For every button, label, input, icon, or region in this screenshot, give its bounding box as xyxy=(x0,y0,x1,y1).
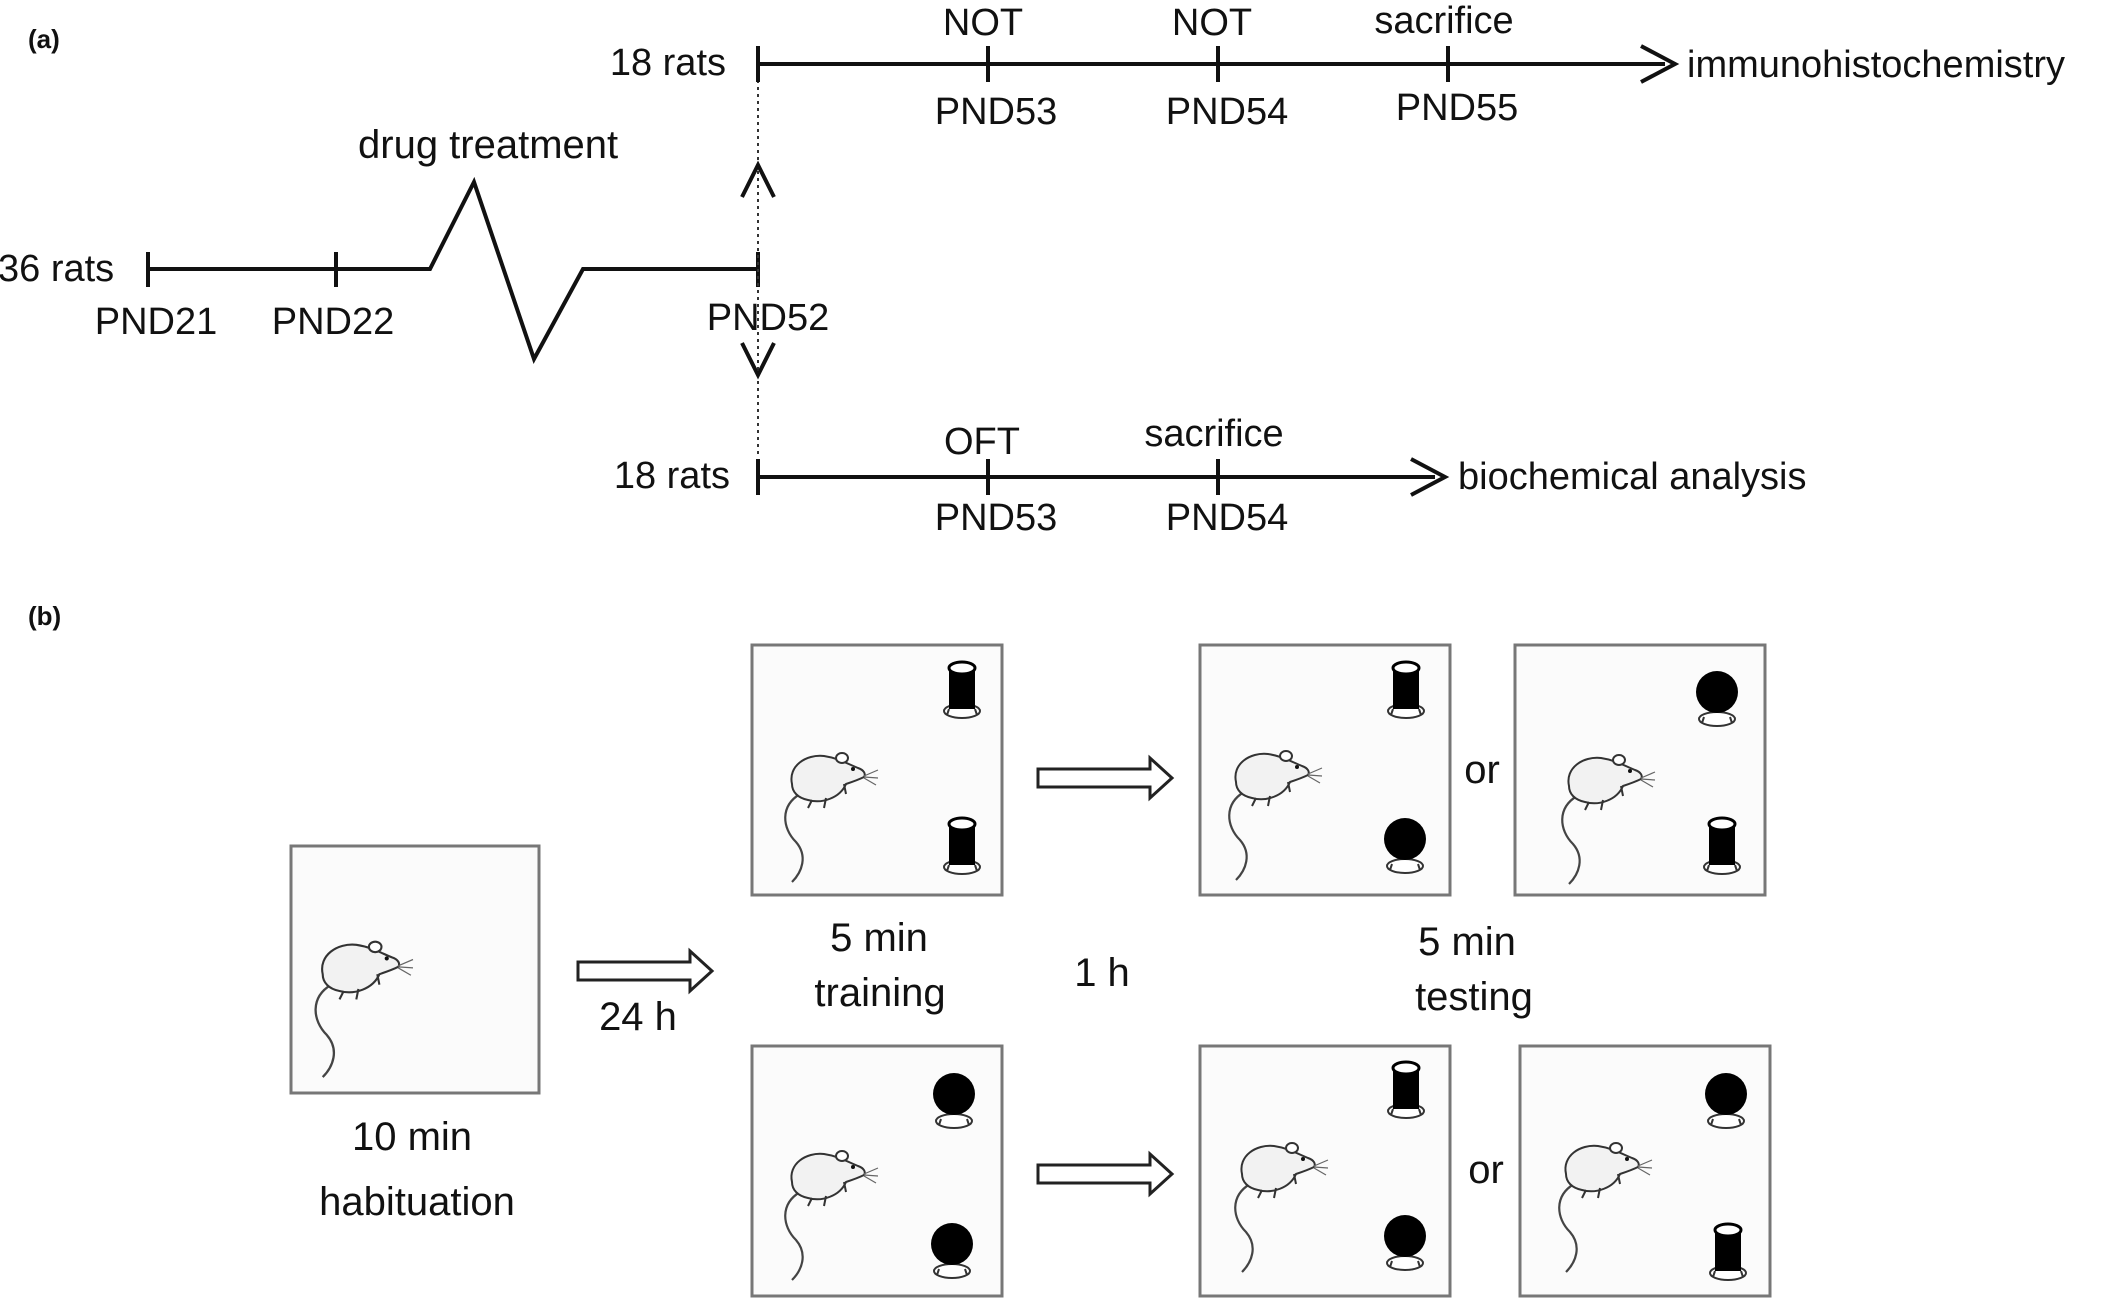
split-up-arrowhead xyxy=(740,160,776,198)
top-event-1-label: NOT xyxy=(943,2,1023,44)
sphere-object-icon xyxy=(1695,670,1739,727)
top-branch-timeline xyxy=(756,44,1680,84)
branch-split-connector xyxy=(740,80,776,458)
delay-1h-arrow-bottom xyxy=(1036,1150,1175,1198)
training-label: training xyxy=(814,971,945,1015)
habituation-duration: 10 min xyxy=(352,1115,472,1159)
habituation-label: habituation xyxy=(319,1180,515,1224)
start-group-label: 36 rats xyxy=(0,248,114,290)
bottom-branch-endpoint: biochemical analysis xyxy=(1458,456,1807,498)
testing-arena-bottom-2 xyxy=(1518,1044,1772,1298)
top-event-3-label: sacrifice xyxy=(1374,0,1513,42)
training-arena-top xyxy=(750,643,1004,897)
delay-24h-arrow xyxy=(576,947,715,995)
delay-1h-arrow-top xyxy=(1036,754,1175,802)
testing-arena-bottom-1 xyxy=(1198,1044,1452,1298)
top-branch-arrowhead xyxy=(1640,44,1680,84)
split-down-arrowhead xyxy=(740,342,776,380)
panel-b-label: (b) xyxy=(28,601,61,631)
training-duration: 5 min xyxy=(830,916,928,960)
bottom-branch-arrowhead xyxy=(1410,457,1450,497)
sphere-object-icon xyxy=(932,1072,976,1129)
training-arena-bottom xyxy=(750,1044,1004,1298)
top-branch-endpoint: immunohistochemistry xyxy=(1687,44,2065,86)
tick-label-pnd21: PND21 xyxy=(95,301,218,343)
main-timeline xyxy=(146,176,760,364)
bottom-event-1-label: OFT xyxy=(944,421,1020,463)
bottom-event-2-label: sacrifice xyxy=(1144,413,1283,455)
or-label-bottom: or xyxy=(1468,1148,1504,1192)
tick-label-pnd52: PND52 xyxy=(707,297,830,339)
top-event-1-day: PND53 xyxy=(935,91,1058,133)
bottom-event-2-day: PND54 xyxy=(1166,497,1289,539)
testing-label: testing xyxy=(1415,975,1533,1019)
sphere-object-icon xyxy=(1704,1072,1748,1129)
cylinder-object-icon xyxy=(942,660,982,720)
testing-arena-top-1 xyxy=(1198,643,1452,897)
bottom-branch-group-label: 18 rats xyxy=(614,455,730,497)
top-event-3-day: PND55 xyxy=(1396,87,1519,129)
panel-a-label: (a) xyxy=(28,24,60,54)
top-event-2-label: NOT xyxy=(1172,2,1252,44)
habituation-arena xyxy=(289,844,541,1095)
delay-1h-label: 1 h xyxy=(1074,951,1130,995)
cylinder-object-icon xyxy=(1708,1222,1748,1282)
top-event-2-day: PND54 xyxy=(1166,91,1289,133)
treatment-label: drug treatment xyxy=(358,123,618,167)
cylinder-object-icon xyxy=(942,816,982,876)
testing-arena-top-2 xyxy=(1513,643,1767,897)
top-branch-group-label: 18 rats xyxy=(610,42,726,84)
sphere-object-icon xyxy=(930,1222,974,1279)
cylinder-object-icon xyxy=(1386,660,1426,720)
sphere-object-icon xyxy=(1383,817,1427,874)
bottom-event-1-day: PND53 xyxy=(935,497,1058,539)
cylinder-object-icon xyxy=(1386,1060,1426,1120)
sphere-object-icon xyxy=(1383,1214,1427,1271)
delay-24h-label: 24 h xyxy=(599,995,677,1039)
tick-label-pnd22: PND22 xyxy=(272,301,395,343)
or-label-top: or xyxy=(1464,748,1500,792)
testing-duration: 5 min xyxy=(1418,920,1516,964)
bottom-branch-timeline xyxy=(756,457,1450,497)
cylinder-object-icon xyxy=(1702,816,1742,876)
